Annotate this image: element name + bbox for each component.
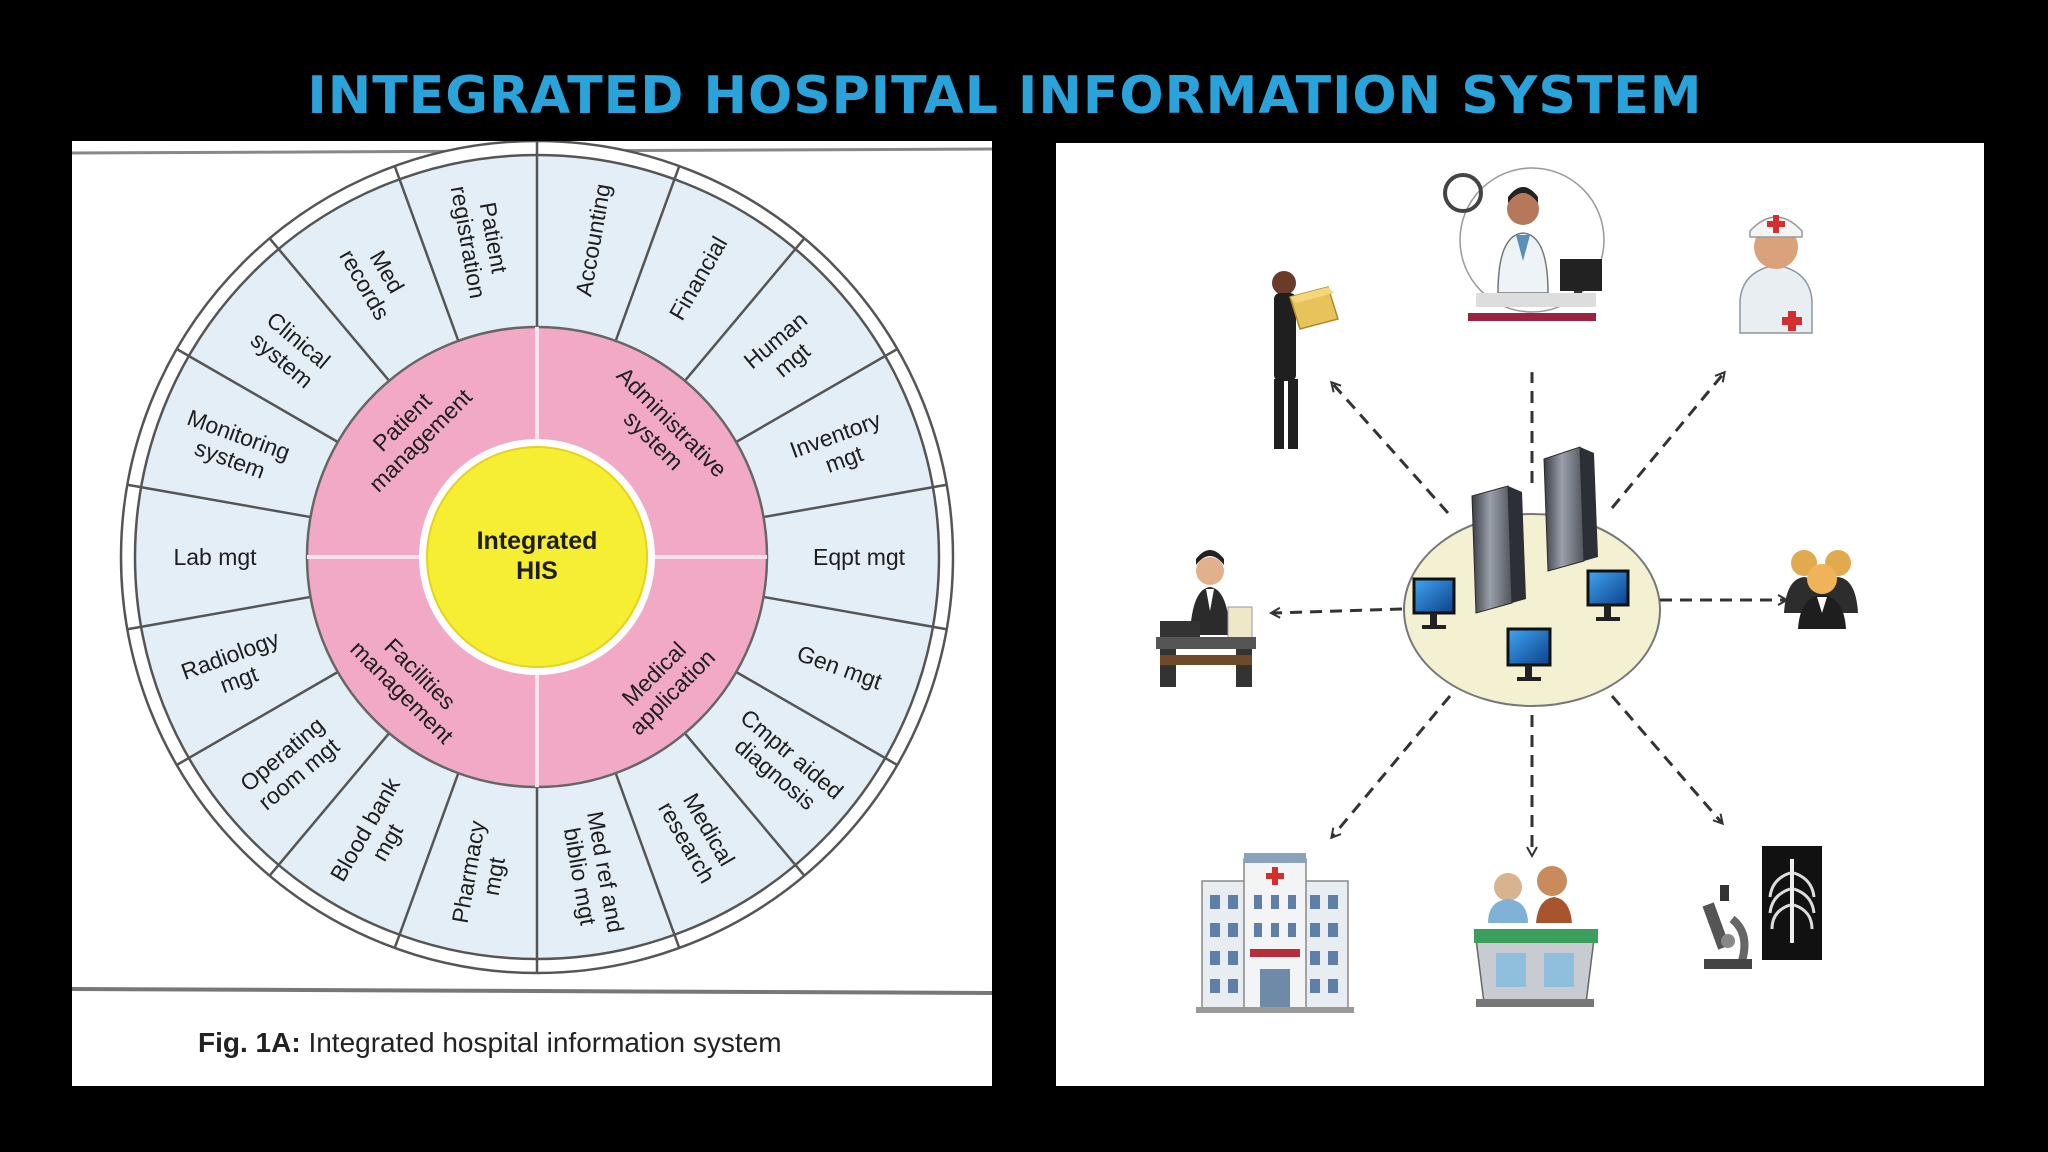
wheel-center-label: HIS <box>516 557 558 585</box>
segment-divider <box>176 347 339 444</box>
segment-label-line: Eqpt mgt <box>813 544 906 570</box>
xray-microscope-icon <box>1702 846 1822 969</box>
segment-divider <box>614 772 681 949</box>
wheel-center-label: Integrated <box>477 527 598 555</box>
his-network-panel <box>1056 143 1984 1086</box>
staff-group-icon <box>1784 550 1858 629</box>
pharmacy-icon <box>1474 866 1598 1007</box>
office-worker-icon <box>1156 550 1256 687</box>
segment-divider <box>683 732 806 877</box>
segment-divider <box>393 165 460 342</box>
segment-divider <box>127 483 311 519</box>
segment-divider <box>268 237 391 382</box>
monitor-icon <box>1586 569 1630 621</box>
segment-label: Lab mgt <box>173 544 257 570</box>
segment-label: Eqpt mgt <box>813 544 906 570</box>
segment-divider <box>735 670 898 767</box>
delivery-person-icon <box>1272 271 1339 449</box>
arrow-down-right <box>1610 695 1722 823</box>
arrow-up-left <box>1332 383 1450 514</box>
segment-divider <box>393 772 460 949</box>
arrow-left <box>1272 609 1403 613</box>
hospital-building-icon <box>1196 853 1354 1013</box>
arrow-down-left <box>1332 695 1452 837</box>
monitor-icon <box>1412 577 1456 629</box>
segment-divider <box>683 237 806 382</box>
figure-caption: Fig. 1A: Integrated hospital information… <box>198 1027 782 1059</box>
hub-ellipse <box>1403 513 1661 707</box>
slide-title: INTEGRATED HOSPITAL INFORMATION SYSTEM <box>307 66 1703 126</box>
segment-divider <box>614 165 681 342</box>
connection-arrows <box>1272 358 1786 855</box>
doctor-at-desk-icon <box>1443 167 1605 373</box>
figure-caption-label: Fig. 1A: <box>198 1027 301 1058</box>
bottom-rule <box>72 987 992 995</box>
monitor-icon <box>1506 627 1552 681</box>
segment-label-line: Lab mgt <box>173 544 257 570</box>
segment-divider <box>763 595 947 631</box>
his-network-diagram <box>1156 167 1858 1013</box>
segment-divider <box>176 670 339 767</box>
central-server-hub <box>1403 446 1661 707</box>
nurse-icon <box>1739 215 1813 334</box>
wheel-center <box>426 446 648 668</box>
arrow-up-right <box>1610 373 1724 509</box>
segment-divider <box>735 347 898 444</box>
segment-divider <box>763 483 947 519</box>
figure-caption-text: Integrated hospital information system <box>308 1027 782 1058</box>
server-icon <box>1543 446 1598 572</box>
server-icon <box>1471 485 1526 614</box>
segment-divider <box>268 732 391 877</box>
segment-divider <box>127 595 311 631</box>
